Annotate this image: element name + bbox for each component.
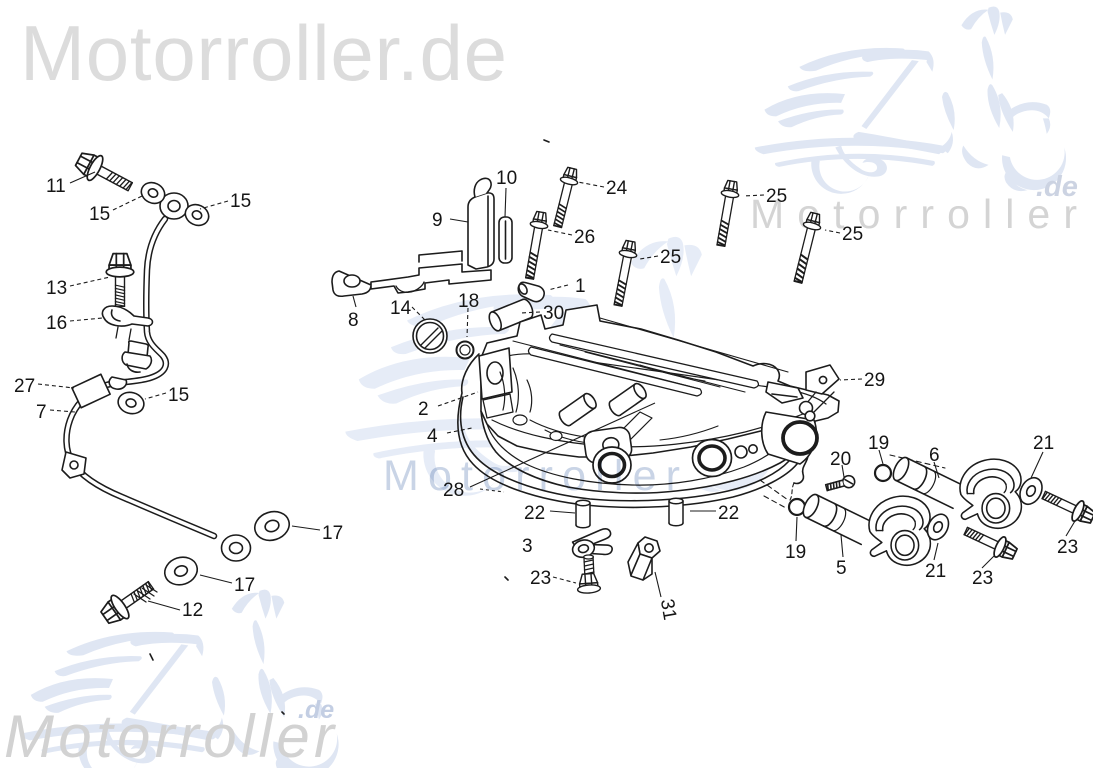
svg-text:23: 23 [1057,537,1078,558]
svg-text:28: 28 [443,480,464,501]
svg-text:30: 30 [543,303,564,324]
svg-text:2: 2 [418,399,429,420]
svg-text:7: 7 [36,402,47,423]
svg-text:14: 14 [390,298,412,319]
svg-text:.de: .de [298,696,334,724]
svg-text:Motorroller: Motorroller [750,191,1077,237]
svg-text:3: 3 [522,536,533,557]
svg-text:19: 19 [785,542,806,563]
svg-text:4: 4 [427,426,438,447]
svg-text:25: 25 [660,247,681,268]
svg-text:5: 5 [836,558,847,579]
svg-text:29: 29 [864,370,885,391]
svg-text:22: 22 [524,503,545,524]
svg-text:23: 23 [530,568,551,589]
svg-text:26: 26 [574,227,595,248]
svg-text:18: 18 [458,291,479,312]
svg-text:8: 8 [348,310,359,331]
svg-text:22: 22 [718,503,739,524]
svg-text:24: 24 [606,178,628,199]
svg-text:13: 13 [46,278,67,299]
svg-text:Motorroller.de: Motorroller.de [20,9,507,97]
svg-text:Motorroller: Motorroller [4,703,336,768]
svg-text:12: 12 [182,600,203,621]
svg-text:15: 15 [230,191,251,212]
svg-text:15: 15 [89,204,110,225]
svg-text:17: 17 [234,575,255,596]
svg-text:21: 21 [1033,433,1054,454]
svg-text:1: 1 [575,276,586,297]
svg-text:16: 16 [46,313,67,334]
svg-text:21: 21 [925,561,946,582]
svg-text:6: 6 [929,445,940,466]
svg-text:25: 25 [766,186,787,207]
svg-text:15: 15 [168,385,189,406]
svg-text:23: 23 [972,568,993,589]
svg-text:31: 31 [656,597,680,621]
svg-text:9: 9 [432,210,443,231]
svg-text:20: 20 [830,449,851,470]
svg-text:19: 19 [868,433,889,454]
svg-text:25: 25 [842,224,863,245]
svg-text:.de: .de [1036,171,1078,203]
svg-text:11: 11 [46,176,66,197]
svg-text:17: 17 [322,523,343,544]
svg-text:27: 27 [14,376,35,397]
svg-text:10: 10 [496,168,517,189]
